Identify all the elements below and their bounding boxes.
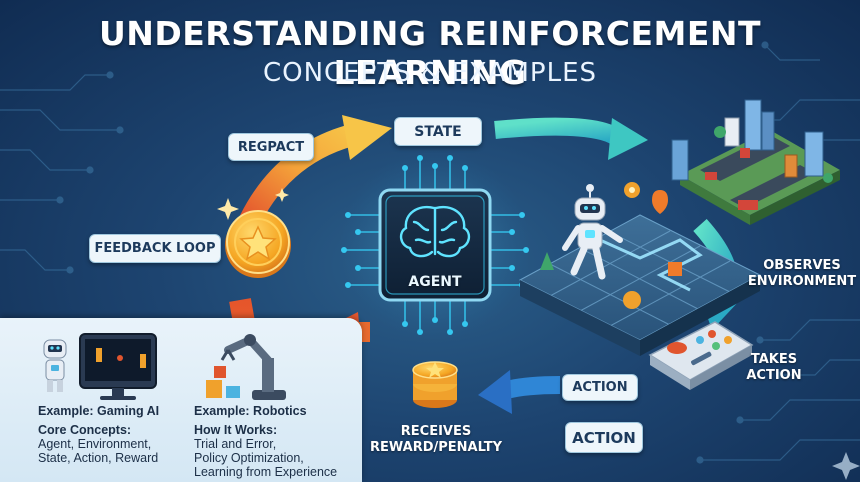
page-title: UNDERSTANDING REINFORCEMENT LEARNING — [98, 14, 762, 92]
cycle-arrow-left-upper — [240, 122, 363, 226]
coin-stack-icon — [412, 361, 458, 408]
agent-chip — [340, 150, 530, 340]
how-it-works-line: Policy Optimization, — [194, 451, 304, 465]
gaming-example-title: Example: Gaming AI — [38, 404, 160, 418]
cycle-arrow-top — [494, 117, 627, 148]
action-label-lower: ACTION — [565, 422, 643, 453]
arrowhead-to-environment — [608, 118, 648, 160]
robot-icon — [562, 184, 623, 280]
state-label: STATE — [394, 117, 482, 146]
corner-sparkle-icon — [832, 452, 860, 480]
gaming-robot-icon — [43, 339, 67, 392]
core-concepts-line: Agent, Environment, — [38, 437, 152, 451]
brain-icon — [399, 205, 471, 258]
regpact-label: REGPACT — [228, 133, 314, 161]
action-label-upper: ACTION — [562, 374, 638, 401]
how-it-works-title: How It Works: — [194, 423, 278, 437]
controller-panel-icon — [648, 321, 754, 390]
robotic-arm-icon — [206, 334, 286, 400]
arrowhead-to-reward — [478, 370, 512, 414]
info-panel-illustrations — [43, 333, 286, 400]
grid-world-environment — [518, 182, 762, 356]
page-subtitle: CONCEPTS & EXAMPLES — [262, 58, 598, 88]
city-environment-icon — [671, 99, 840, 225]
core-concepts-title: Core Concepts: — [38, 423, 132, 437]
receives-reward-label: RECEIVES REWARD/PENALTY — [369, 424, 503, 455]
how-it-works-line: Trial and Error, — [194, 437, 277, 451]
info-panel: Example: Gaming AI Example: Robotics Cor… — [0, 318, 362, 482]
takes-action-label: TAKES ACTION — [746, 352, 802, 383]
how-it-works-line: Learning from Experience — [194, 465, 338, 479]
sparkle-icons — [217, 188, 289, 220]
agent-label: AGENT — [408, 274, 462, 290]
robotics-example-title: Example: Robotics — [194, 404, 307, 418]
observes-environment-label: OBSERVES ENVIRONMENT — [747, 258, 857, 289]
arrowhead-to-state — [342, 115, 392, 160]
core-concepts-line: State, Action, Reward — [38, 451, 159, 465]
reward-coin-large-icon — [225, 210, 291, 278]
arcade-monitor-icon — [79, 333, 157, 400]
feedback-loop-label: FEEDBACK LOOP — [89, 234, 221, 263]
